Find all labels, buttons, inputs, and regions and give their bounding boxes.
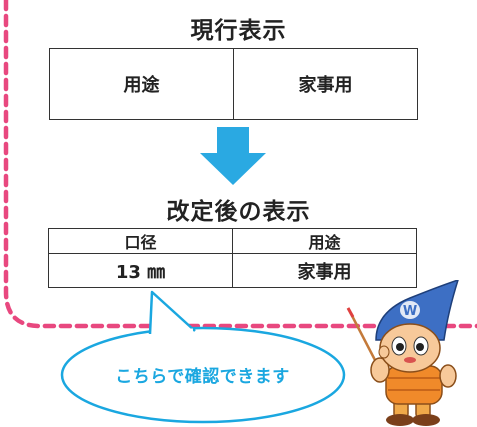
current-cell-usage-label: 用途 — [49, 48, 234, 120]
revised-cell-diameter: 13 ㎜ — [48, 253, 233, 288]
current-table: 用途 家事用 — [49, 48, 418, 120]
hat-letter: W — [403, 304, 417, 319]
revised-table: 口径 用途 13 ㎜ 家事用 — [48, 228, 417, 288]
current-cell-usage-value: 家事用 — [233, 48, 418, 120]
mascot-illustration: W — [346, 280, 459, 426]
current-title: 現行表示 — [190, 18, 287, 44]
callout-text: こちらで確認できます — [115, 367, 290, 387]
down-arrow-icon — [200, 127, 266, 185]
revised-title: 改定後の表示 — [166, 199, 311, 225]
revised-cell-usage: 家事用 — [232, 253, 417, 288]
